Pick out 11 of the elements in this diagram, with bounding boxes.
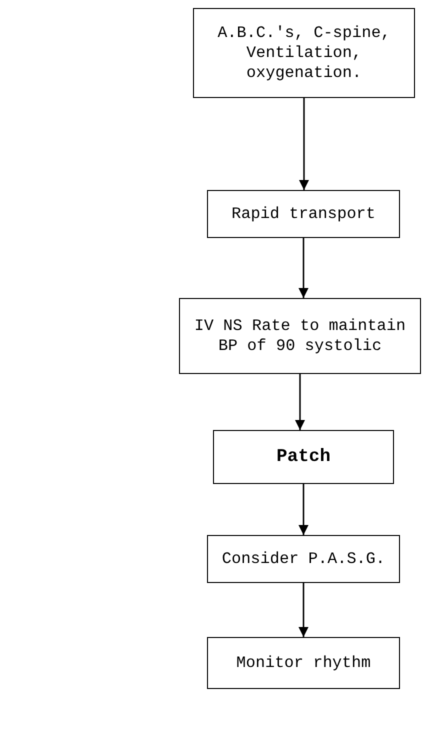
process-box: A.B.C.'s, C-spine, Ventilation, oxygenation. [193,8,415,98]
arrow [298,238,308,298]
process-box: Patch [213,430,394,484]
arrow [299,98,309,190]
process-box: Monitor rhythm [207,637,400,689]
arrow [298,484,308,535]
process-box: IV NS Rate to maintain BP of 90 systolic [179,298,421,374]
arrow [298,583,308,637]
process-box: Rapid transport [207,190,400,238]
arrow [295,374,305,430]
process-box: Consider P.A.S.G. [207,535,400,583]
